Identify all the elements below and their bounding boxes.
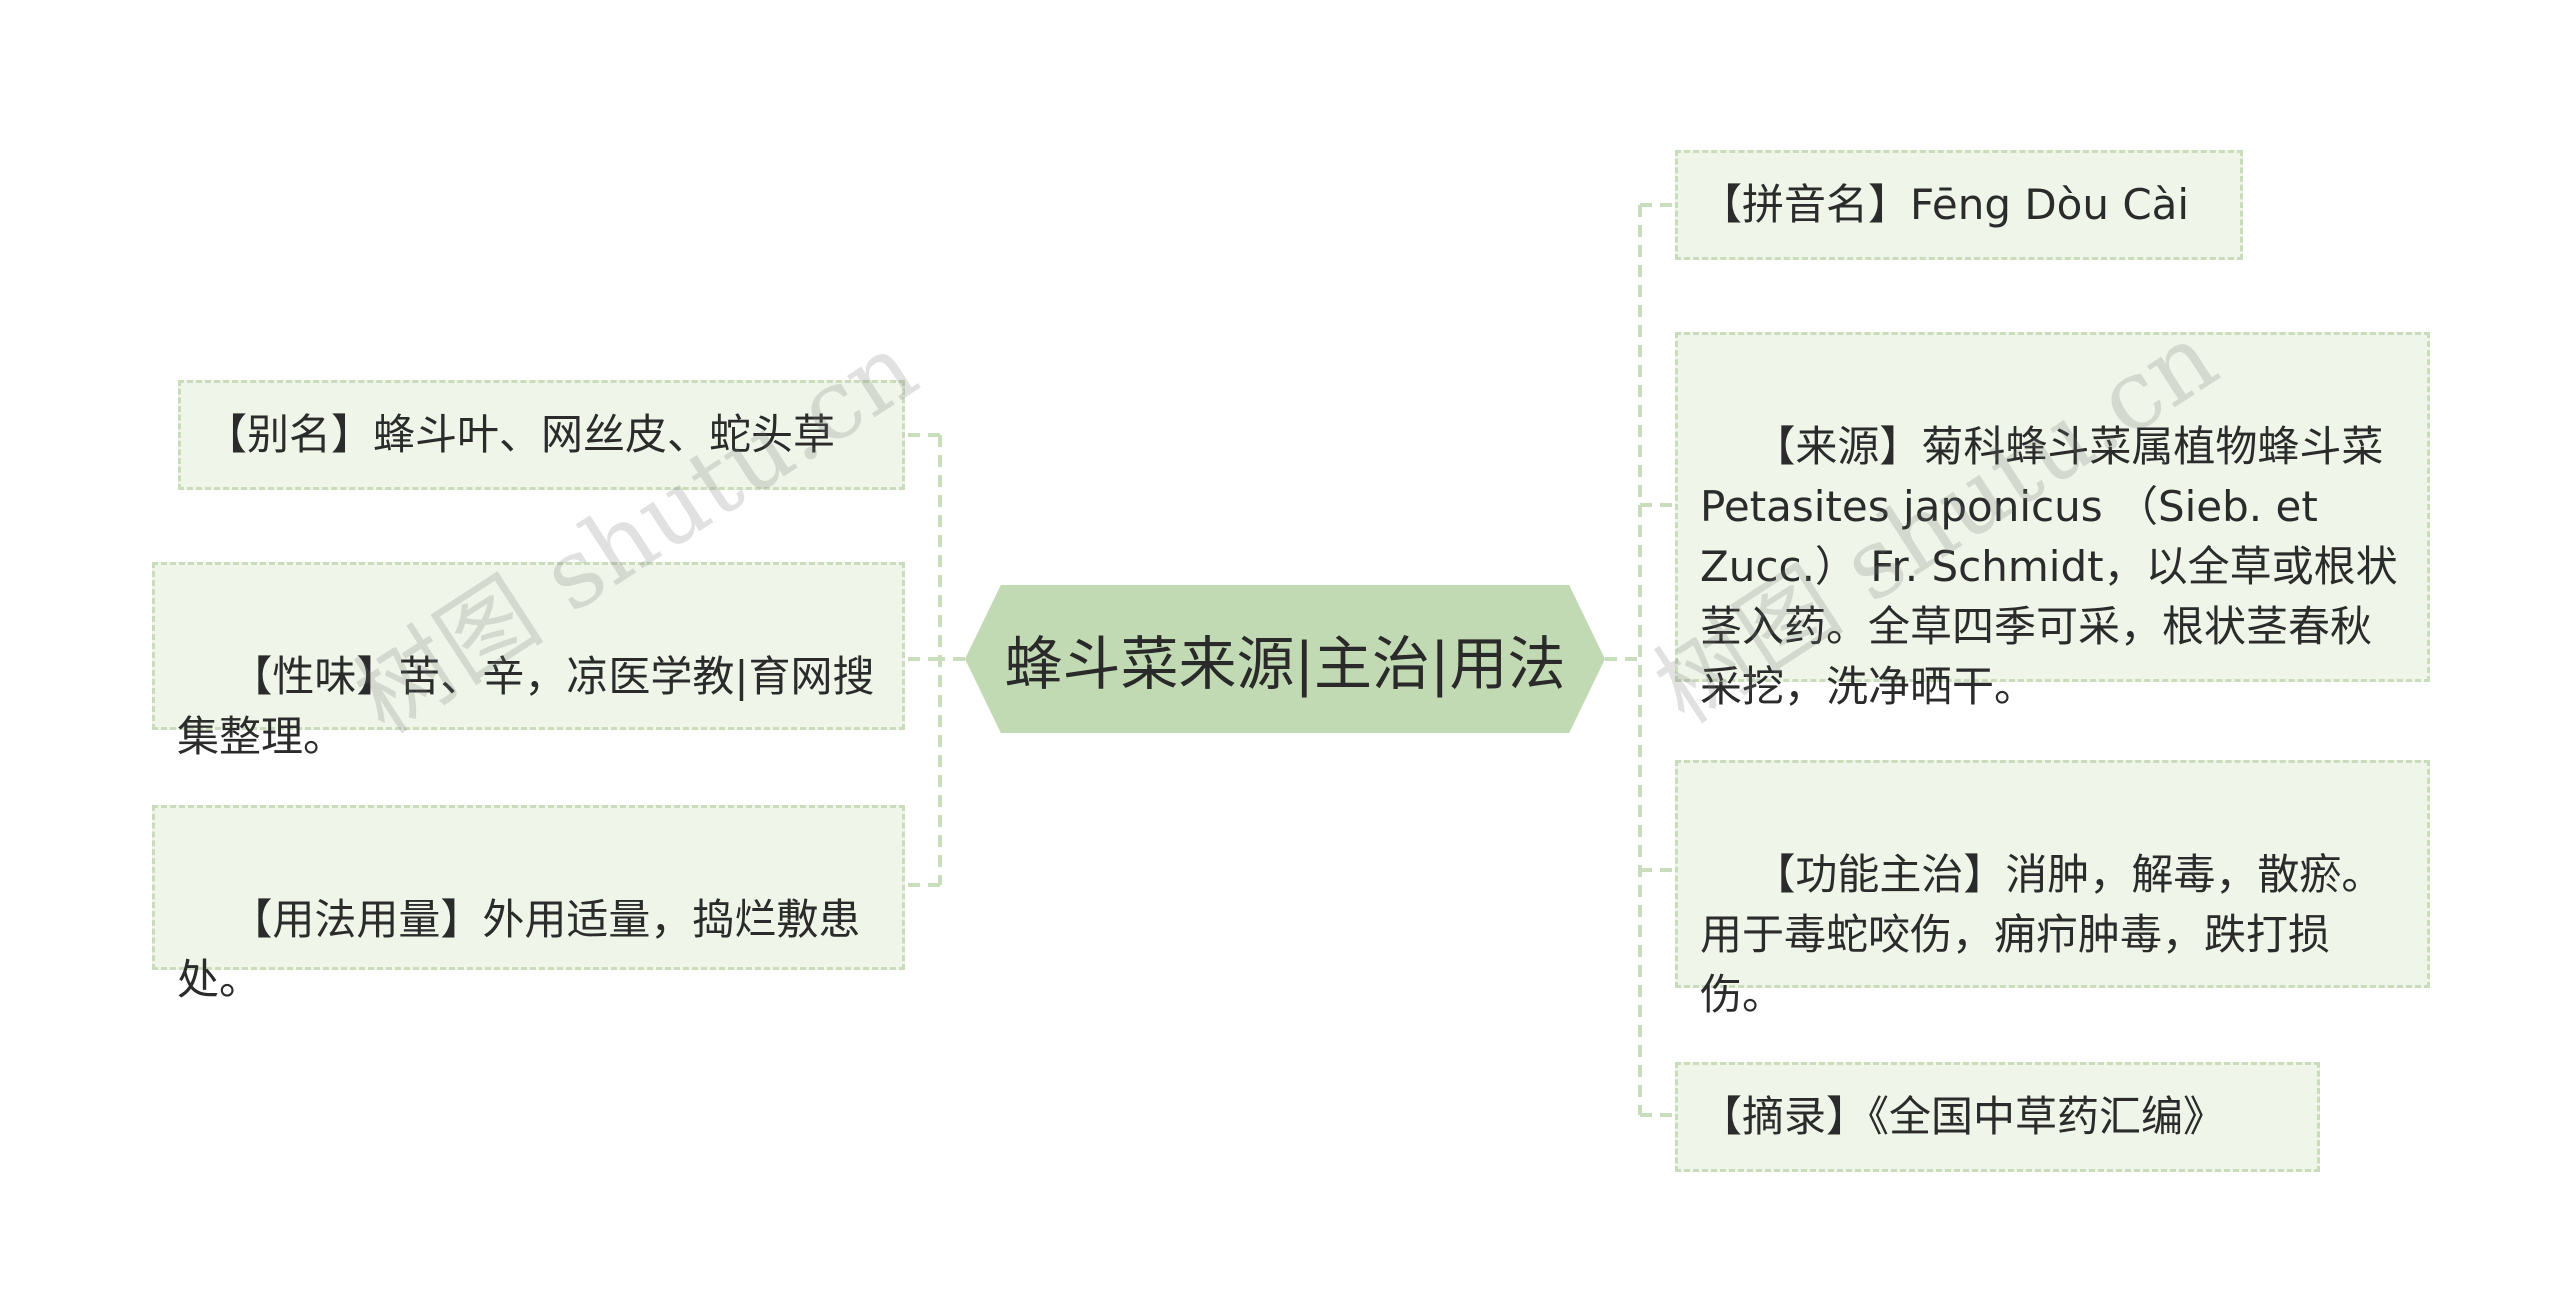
branch-node-alias[interactable]: 【别名】蜂斗叶、网丝皮、蛇头草 (178, 380, 905, 490)
branch-node-nature-flavor[interactable]: 【性味】苦、辛，凉医学教|育网搜集整理。 (152, 562, 905, 761)
branch-node-alias-text: 【别名】蜂斗叶、网丝皮、蛇头草 (205, 410, 836, 459)
branch-node-excerpt[interactable]: 【摘录】《全国中草药汇编》 (1675, 1062, 2320, 1172)
branch-node-pinyin[interactable]: 【拼音名】Fēng Dòu Cài (1675, 150, 2243, 260)
branch-node-functions[interactable]: 【功能主治】消肿，解毒，散瘀。用于毒蛇咬伤，痈疖肿毒，跌打损伤。 (1675, 760, 2430, 1019)
branch-node-excerpt-text: 【摘录】《全国中草药汇编》 (1700, 1092, 2226, 1141)
connector-right-trunk (1605, 205, 1642, 1115)
branch-node-source-text: 【来源】菊科蜂斗菜属植物蜂斗菜Petasites japonicus （Sieb… (1700, 422, 2398, 711)
branch-node-source[interactable]: 【来源】菊科蜂斗菜属植物蜂斗菜Petasites japonicus （Sieb… (1675, 332, 2430, 711)
branch-node-usage-dosage[interactable]: 【用法用量】外用适量，捣烂敷患处。 (152, 805, 905, 1004)
connector-left-trunk (938, 435, 965, 885)
branch-node-pinyin-text: 【拼音名】Fēng Dòu Cài (1700, 180, 2190, 229)
branch-node-nature-flavor-text: 【性味】苦、辛，凉医学教|育网搜集整理。 (177, 652, 875, 761)
branch-node-usage-dosage-text: 【用法用量】外用适量，捣烂敷患处。 (177, 895, 861, 1004)
central-topic-label: 蜂斗菜来源|主治|用法 (1004, 630, 1566, 698)
branch-node-functions-text: 【功能主治】消肿，解毒，散瘀。用于毒蛇咬伤，痈疖肿毒，跌打损伤。 (1700, 850, 2384, 1019)
central-topic[interactable]: 蜂斗菜来源|主治|用法 (965, 585, 1605, 733)
